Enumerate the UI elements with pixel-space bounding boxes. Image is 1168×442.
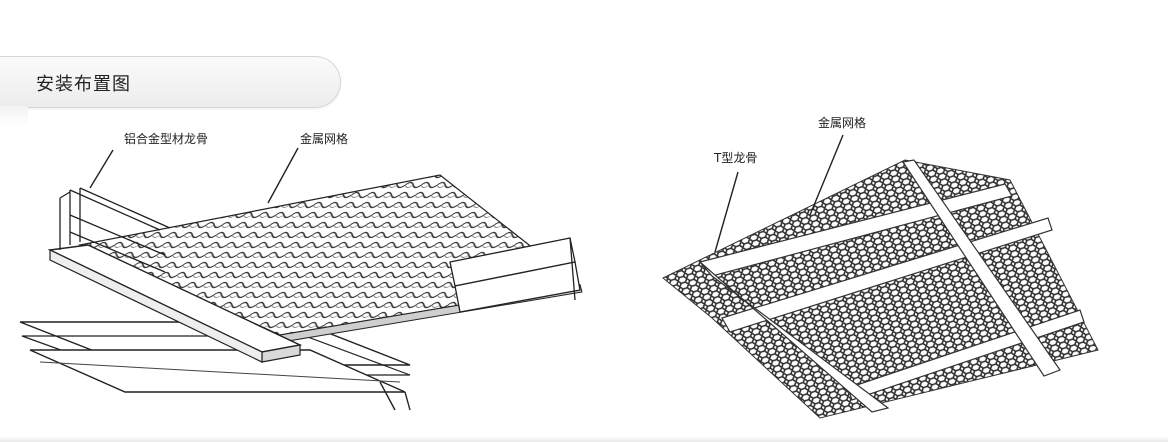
label-aluminum-keel: 铝合金型材龙骨 bbox=[124, 132, 209, 146]
title-shadow bbox=[0, 106, 28, 126]
mesh-pointer-line-right bbox=[809, 134, 844, 216]
label-metal-mesh-left: 金属网格 bbox=[300, 132, 349, 146]
aluminum-keel bbox=[47, 187, 303, 363]
cross-rail bbox=[19, 321, 411, 411]
right-rail bbox=[449, 237, 581, 313]
mesh-pointer-line bbox=[267, 147, 299, 204]
bottom-divider bbox=[0, 436, 1168, 442]
left-installation-diagram bbox=[19, 147, 583, 411]
label-t-keel: T型龙骨 bbox=[714, 151, 758, 165]
tkeel-pointer-line bbox=[714, 171, 739, 253]
label-metal-mesh-right: 金属网格 bbox=[818, 116, 867, 130]
keel-pointer-line bbox=[89, 149, 114, 189]
section-title: 安装布置图 bbox=[36, 74, 131, 95]
t-keels bbox=[698, 159, 1085, 413]
section-title-tab: 安装布置图 bbox=[0, 56, 341, 108]
